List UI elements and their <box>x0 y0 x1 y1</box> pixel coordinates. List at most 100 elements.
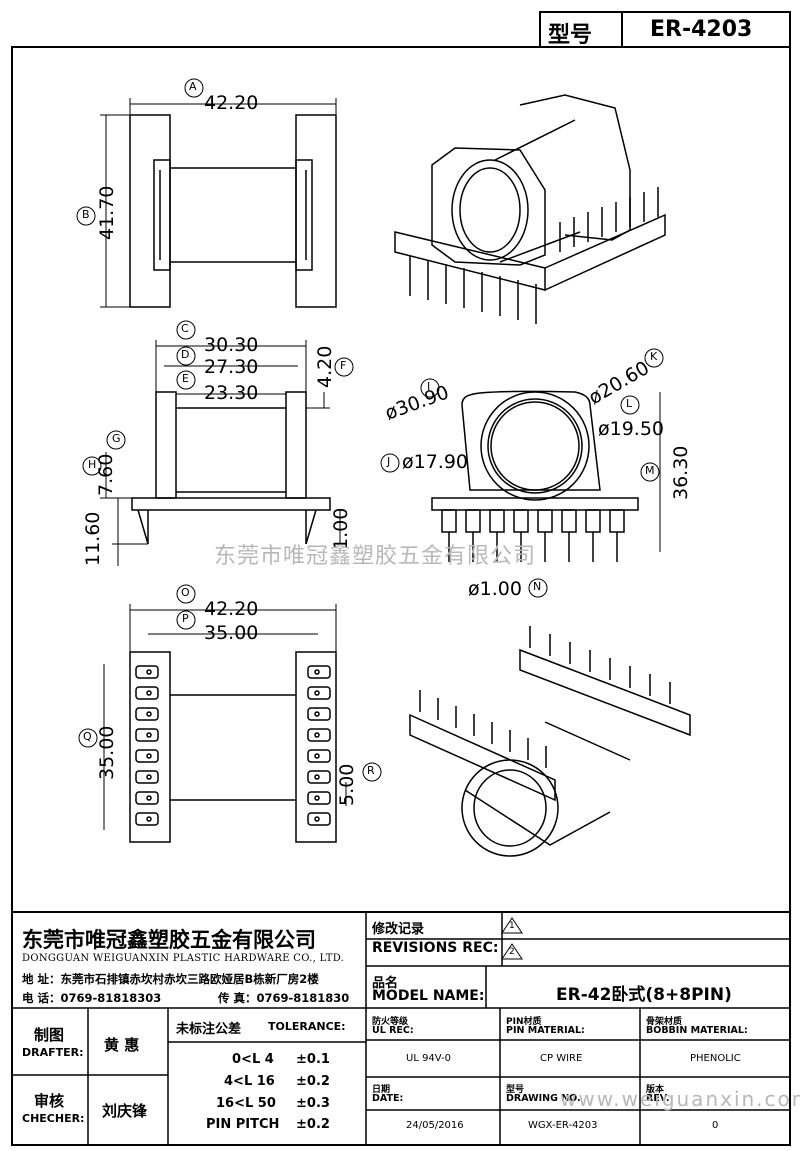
pin-hole <box>146 690 152 696</box>
website-watermark: www.weiguanxin.com <box>560 1087 800 1111</box>
label-m: M <box>645 464 655 477</box>
pin-base <box>585 509 601 533</box>
dim-o: 42.20 <box>204 598 259 620</box>
checker-label-en: CHECHER: <box>22 1112 85 1125</box>
pad <box>135 665 159 679</box>
tol-value-1: ±0.1 <box>296 1052 330 1067</box>
company-name-cn: 东莞市唯冠鑫塑胶五金有限公司 <box>22 928 316 952</box>
drafter-name: 黄 惠 <box>104 1036 140 1054</box>
pin-value: CP WIRE <box>540 1053 583 1064</box>
pad <box>135 791 159 805</box>
pin-hole <box>146 711 152 717</box>
dim-h: 11.60 <box>82 511 104 566</box>
dim-g: 7.60 <box>95 453 117 496</box>
dim-f: 4.20 <box>314 345 336 388</box>
revisions-label-en: REVISIONS REC: <box>372 940 499 956</box>
watermark: 东莞市唯冠鑫塑胶五金有限公司 <box>214 544 537 569</box>
title-block <box>12 911 790 1145</box>
pin-hole <box>314 753 320 759</box>
label-d: D <box>181 348 190 361</box>
label-j: J <box>387 455 391 468</box>
tolerance-label-en: TOLERANCE: <box>268 1020 346 1033</box>
label-n: N <box>533 580 542 593</box>
pin-base <box>465 509 481 533</box>
rev-1: 1 <box>509 921 515 931</box>
isometric-view-2 <box>409 626 691 857</box>
pin-hole <box>314 732 320 738</box>
model-name-label-cn: 品名 <box>372 976 399 991</box>
pin-base <box>489 509 505 533</box>
label-g: G <box>112 432 121 445</box>
company-name-en: DONGGUAN WEIGUANXIN PLASTIC HARDWARE CO.… <box>22 953 345 964</box>
pin-hole <box>314 795 320 801</box>
label-i: I <box>427 380 431 393</box>
pad <box>307 686 331 700</box>
pad <box>135 686 159 700</box>
dim-q: 35.00 <box>96 725 118 780</box>
dim-e: 23.30 <box>204 382 259 404</box>
tol-range-4: PIN PITCH <box>206 1117 280 1132</box>
pad <box>135 728 159 742</box>
tol-range-1: 0<L 4 <box>232 1052 274 1067</box>
dim-a: 42.20 <box>204 92 259 114</box>
bobbin-value: PHENOLIC <box>690 1053 741 1064</box>
pin-hole <box>146 732 152 738</box>
pad <box>135 770 159 784</box>
pad <box>307 812 331 826</box>
pin-base <box>441 509 457 533</box>
pin-label-en: PIN MATERIAL: <box>506 1025 585 1036</box>
date-value: 24/05/2016 <box>406 1120 464 1131</box>
model-name-value: ER-42卧式(8+8PIN) <box>556 985 732 1005</box>
bottom-view <box>78 584 382 843</box>
pad <box>135 707 159 721</box>
rev-label-en: REV. <box>646 1093 670 1104</box>
pin-base <box>537 509 553 533</box>
drawing-label-cn: 型号 <box>506 1085 525 1095</box>
tol-range-2: 4<L 16 <box>224 1074 275 1089</box>
pin-hole <box>314 774 320 780</box>
tol-value-4: ±0.2 <box>296 1117 330 1132</box>
pin-hole <box>146 753 152 759</box>
pin-hole <box>314 669 320 675</box>
rev-value: 0 <box>712 1120 719 1131</box>
pin-hole <box>146 774 152 780</box>
dim-b: 41.70 <box>96 185 118 240</box>
tol-value-2: ±0.2 <box>296 1074 330 1089</box>
label-l: L <box>626 397 633 410</box>
dim-r: 5.00 <box>336 763 358 806</box>
label-h: H <box>88 458 97 471</box>
pad <box>307 707 331 721</box>
model-value: ER-4203 <box>650 17 753 42</box>
revisions-label-cn: 修改记录 <box>372 922 425 937</box>
label-a: A <box>189 80 197 93</box>
label-o: O <box>181 586 190 599</box>
checker-label-cn: 审核 <box>34 1092 65 1110</box>
dim-p: 35.00 <box>204 622 259 644</box>
pin-hole <box>146 795 152 801</box>
pad <box>307 770 331 784</box>
label-f: F <box>340 359 347 372</box>
ul-label-cn: 防火等级 <box>372 1017 409 1027</box>
ul-value: UL 94V-0 <box>406 1053 452 1064</box>
model-name-label-en: MODEL NAME: <box>372 988 485 1004</box>
pin-base <box>609 509 625 533</box>
pin-label-cn: PIN材质 <box>506 1017 542 1027</box>
front-view <box>380 348 664 598</box>
checker-name: 刘庆锋 <box>102 1102 148 1120</box>
pad <box>307 791 331 805</box>
pin-hole <box>314 690 320 696</box>
ul-label-en: UL REC: <box>372 1025 414 1036</box>
isometric-view-1 <box>394 94 666 324</box>
top-view <box>76 78 337 308</box>
drafter-label-cn: 制图 <box>34 1026 65 1044</box>
dim-n: ø1.00 <box>468 578 522 600</box>
label-k: K <box>650 350 658 363</box>
pin-hole <box>146 669 152 675</box>
tol-value-3: ±0.3 <box>296 1096 330 1111</box>
pad <box>307 665 331 679</box>
rev-2: 2 <box>509 947 515 957</box>
company-phone: 电 话：0769-81818303 <box>22 991 162 1005</box>
date-label-cn: 日期 <box>372 1085 391 1095</box>
tolerance-label-cn: 未标注公差 <box>176 1022 242 1037</box>
pin-hole <box>314 711 320 717</box>
